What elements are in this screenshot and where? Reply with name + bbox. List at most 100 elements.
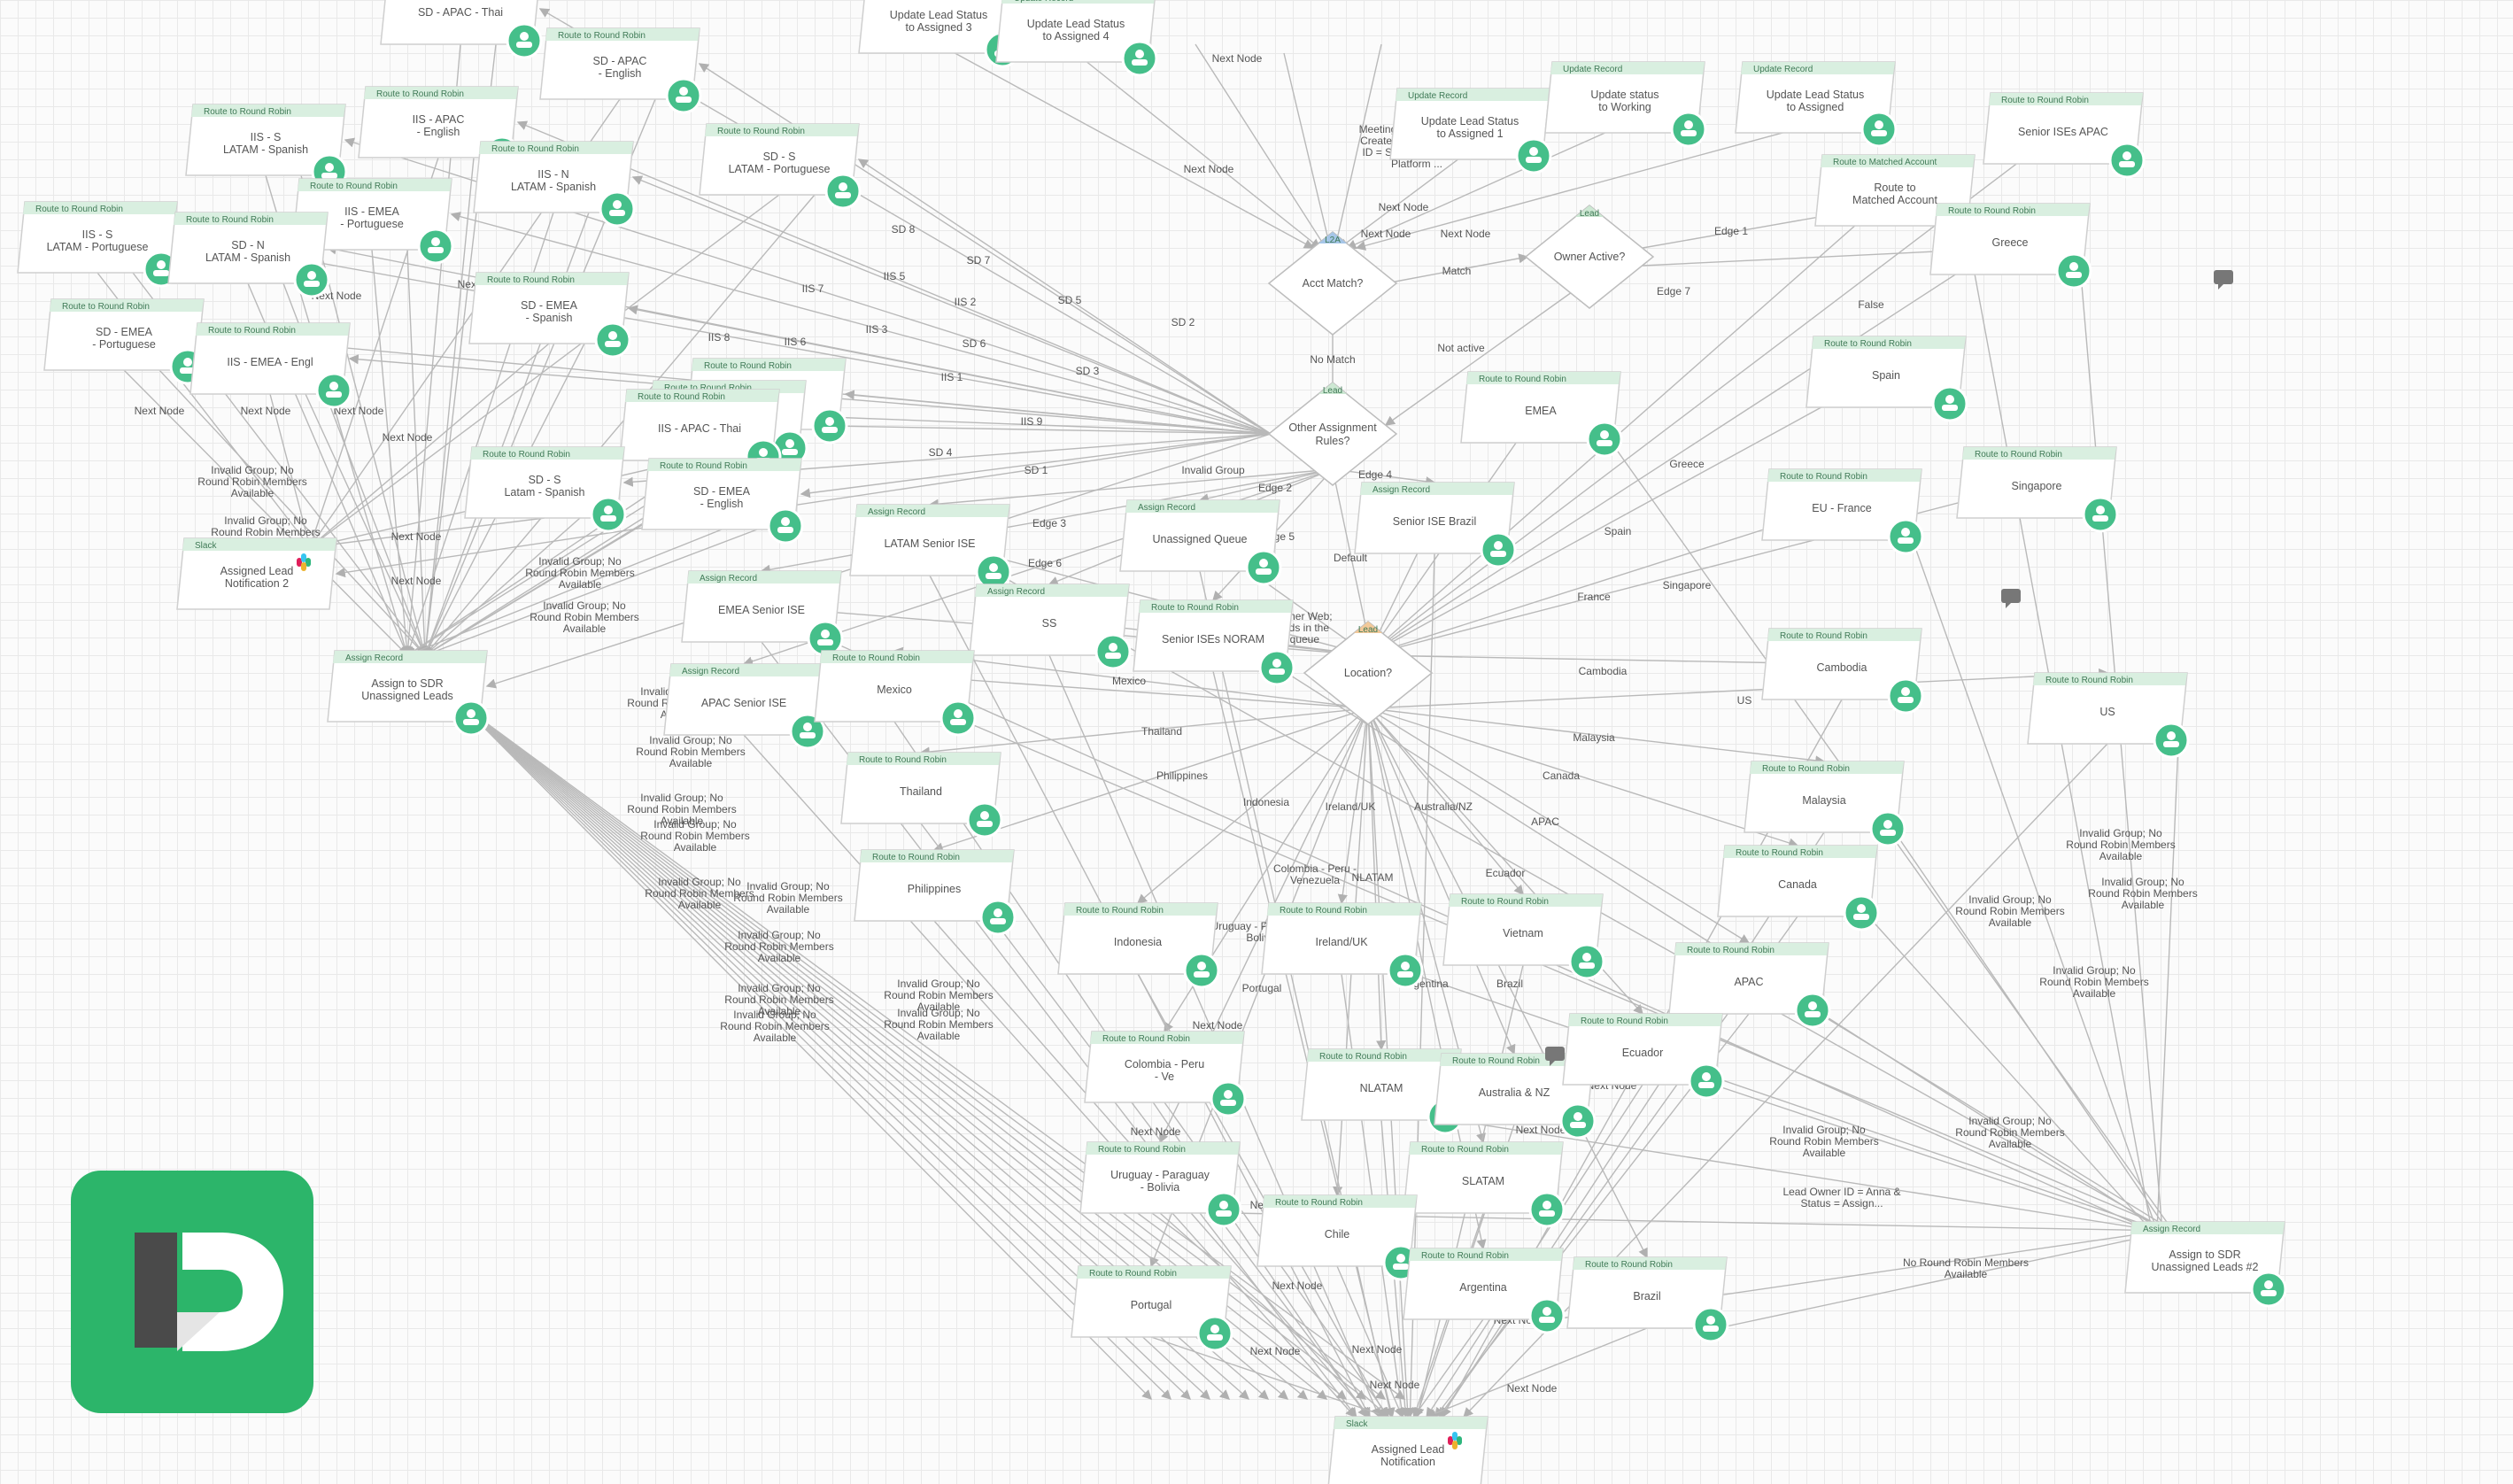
edge-line[interactable]: [1283, 52, 1334, 250]
edge-line[interactable]: [1385, 253, 1529, 284]
edge-line[interactable]: [2080, 274, 2167, 1233]
edge-line[interactable]: [1412, 1318, 1484, 1418]
comment-icon[interactable]: [1545, 1047, 1565, 1066]
edge-line[interactable]: [460, 703, 1192, 1400]
edge-line[interactable]: [964, 721, 2175, 1233]
edge-line[interactable]: [1912, 539, 2160, 1233]
edge-line[interactable]: [777, 420, 1272, 435]
edge-line[interactable]: [1332, 468, 1372, 639]
edge-line[interactable]: [1212, 670, 1396, 1418]
edge-line[interactable]: [804, 411, 1272, 435]
edge-line[interactable]: [1367, 707, 1751, 944]
edge-line[interactable]: [1367, 668, 2109, 709]
edge-line[interactable]: [1338, 150, 1471, 249]
edge-line[interactable]: [1713, 1084, 2153, 1233]
edge-line[interactable]: [919, 707, 1369, 757]
edge-line[interactable]: [1367, 707, 1799, 848]
edge-line[interactable]: [1195, 43, 1327, 250]
edge-line[interactable]: [424, 194, 816, 657]
edge-line[interactable]: [1384, 291, 1573, 426]
edge-line[interactable]: [308, 517, 545, 552]
edge-line[interactable]: [928, 468, 1334, 509]
edge-line[interactable]: [460, 703, 1152, 1400]
edge-line[interactable]: [423, 517, 581, 656]
edge-line[interactable]: [932, 707, 1369, 853]
comment-icon[interactable]: [2214, 270, 2233, 290]
edge-line[interactable]: [844, 390, 1272, 435]
edge-line[interactable]: [406, 249, 430, 657]
edge-line[interactable]: [1332, 43, 1382, 250]
edge-line[interactable]: [631, 175, 1272, 435]
edge-line[interactable]: [1451, 1119, 2159, 1235]
edge-line[interactable]: [800, 433, 1272, 499]
edge-line[interactable]: [460, 703, 1387, 1400]
edge-line[interactable]: [1336, 1265, 1403, 1418]
edge-line[interactable]: [743, 734, 1356, 1418]
edge-line[interactable]: [1367, 654, 1844, 669]
edge-line[interactable]: [1367, 707, 1648, 1259]
edge-line[interactable]: [269, 393, 313, 549]
edge-line[interactable]: [1075, 52, 1321, 249]
edge-line[interactable]: [371, 249, 412, 657]
edge-line[interactable]: [1346, 123, 1626, 250]
edge-line[interactable]: [1199, 570, 1395, 1418]
edge-line[interactable]: [159, 369, 426, 657]
edge-line[interactable]: [1355, 123, 1816, 251]
edge-line[interactable]: [627, 305, 1272, 435]
edge-line[interactable]: [1894, 831, 2169, 1233]
edge-line[interactable]: [1367, 707, 1826, 766]
edge-line[interactable]: [335, 433, 1272, 578]
edge-line[interactable]: [2152, 743, 2179, 1233]
edge-line[interactable]: [1426, 1327, 1648, 1418]
edge-line[interactable]: [1367, 707, 1387, 1051]
edge-line[interactable]: [938, 43, 1314, 249]
edge-line[interactable]: [308, 194, 780, 548]
edge-line[interactable]: [450, 212, 1272, 435]
edge-line[interactable]: [1367, 480, 2038, 656]
edge-line[interactable]: [1367, 707, 1524, 896]
